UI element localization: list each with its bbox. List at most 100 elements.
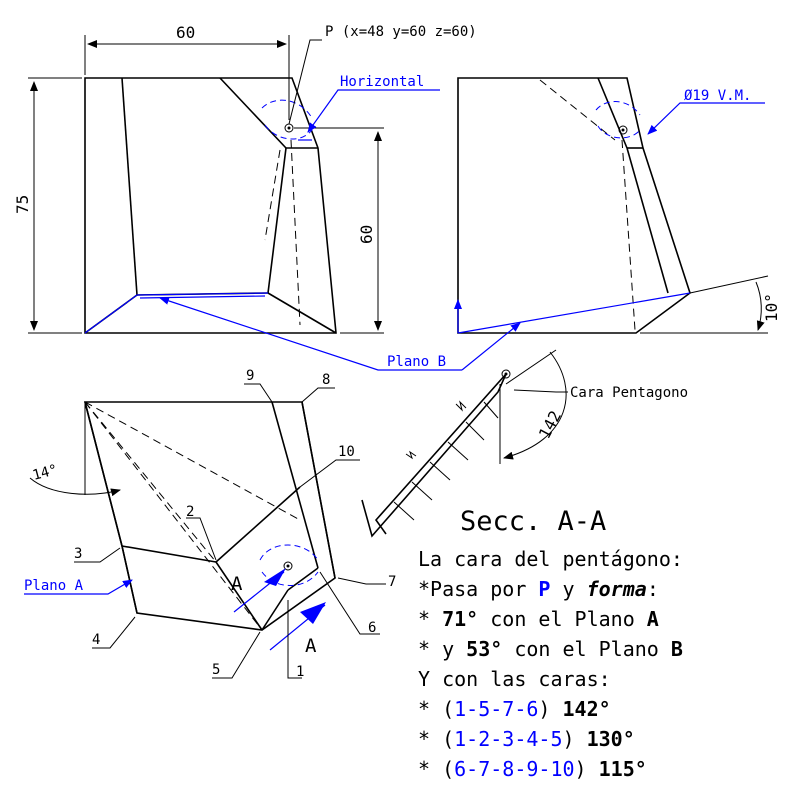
angle142-arc bbox=[503, 351, 567, 460]
notes-face-2-prefix: * ( bbox=[418, 727, 455, 751]
iso-hole-arc-2 bbox=[261, 571, 319, 586]
iso-edge-2-5 bbox=[215, 561, 263, 631]
section-point-p-center bbox=[504, 372, 508, 376]
notes-forma: forma bbox=[586, 577, 647, 601]
front-hole-hidden-arc-2 bbox=[264, 124, 313, 140]
point-p-label: P (x=48 y=60 z=60) bbox=[325, 24, 477, 40]
notes-line-3: * 71° con el Plano A bbox=[418, 604, 793, 634]
leader-10 bbox=[299, 459, 360, 488]
notes-face-1-close: ) bbox=[538, 697, 563, 721]
point-p-leader bbox=[288, 39, 322, 125]
notes-face-1-seq: 1-5-7-6 bbox=[454, 697, 539, 721]
angle142-ray bbox=[505, 349, 557, 385]
side-view: 10° bbox=[454, 77, 781, 334]
notes-line-1: La cara del pentágono: bbox=[418, 547, 683, 571]
vertex-label-7: 7 bbox=[388, 574, 396, 590]
notes-title: Secc. A-A bbox=[460, 506, 607, 537]
front-hidden-axis bbox=[290, 139, 301, 326]
hatch-3 bbox=[429, 461, 451, 481]
leader-3 bbox=[74, 547, 121, 563]
plano-b-label: Plano B bbox=[387, 354, 446, 370]
point-p-callout: P (x=48 y=60 z=60) bbox=[288, 24, 477, 125]
dim-60-top: 60 bbox=[176, 23, 195, 42]
side-edge-inner bbox=[626, 147, 669, 294]
notes-angle-53: 53° bbox=[466, 637, 503, 661]
vertex-label-5: 5 bbox=[212, 662, 220, 678]
iso-edge-3-4 bbox=[121, 545, 138, 614]
angle-142: 142 bbox=[535, 407, 565, 441]
iso-hidden-3 bbox=[84, 401, 263, 631]
angle-10: 10° bbox=[762, 293, 781, 322]
iso-hidden-1 bbox=[84, 401, 217, 563]
angle14-arc bbox=[29, 477, 121, 497]
angle10-ref-line bbox=[689, 275, 769, 294]
notes-line-2-mid: y bbox=[550, 577, 587, 601]
notes-face-3-close: ) bbox=[574, 757, 599, 781]
section-point-p bbox=[501, 369, 511, 379]
notes-face-3: * (6-7-8-9-10) 115° bbox=[418, 754, 793, 784]
iso-edge-8 bbox=[301, 401, 336, 579]
plano-b-leader-front bbox=[159, 297, 462, 371]
section-notes: Secc. A-A La cara del pentágono: *Pasa p… bbox=[418, 500, 793, 784]
notes-line-2: *Pasa por P y forma: bbox=[418, 574, 793, 604]
side-view-outline bbox=[457, 77, 691, 334]
front-view bbox=[84, 77, 337, 334]
iso-edge-left bbox=[84, 401, 123, 547]
notes-face-1-prefix: * ( bbox=[418, 697, 455, 721]
notes-line-3-prefix: * bbox=[418, 607, 443, 631]
iso-outline bbox=[83, 401, 336, 631]
vertex-label-3: 3 bbox=[74, 546, 82, 562]
section-outline-upper bbox=[361, 373, 507, 538]
hatch-6 bbox=[483, 401, 499, 419]
plano-b-leader-side bbox=[461, 322, 521, 371]
iso-point-p-center bbox=[286, 564, 290, 568]
section-letter-a1: A bbox=[231, 573, 243, 595]
horizontal-callout: Horizontal bbox=[307, 74, 440, 133]
vertex-label-10: 10 bbox=[338, 444, 355, 460]
leader-7 bbox=[337, 577, 386, 585]
notes-face-1: * (1-5-7-6) 142° bbox=[418, 694, 793, 724]
notes-line-2-end: : bbox=[646, 577, 659, 601]
iso-edge-5-1 bbox=[261, 589, 289, 631]
hole-leader bbox=[647, 102, 765, 135]
hatch-1 bbox=[393, 501, 415, 521]
vertex-label-2: 2 bbox=[186, 504, 194, 520]
iso-edge-1-6 bbox=[287, 567, 319, 591]
dim-60-vertical: 60 bbox=[357, 225, 376, 244]
leader-6 bbox=[319, 571, 380, 635]
angle-14: 14° bbox=[31, 462, 60, 484]
plano-a-leader bbox=[24, 579, 133, 595]
iso-hole-arc bbox=[259, 544, 319, 561]
vertex-label-8: 8 bbox=[322, 372, 330, 388]
break-mark-1 bbox=[405, 450, 417, 460]
section-aa-detail: 142 Cara Pentagono bbox=[361, 349, 688, 538]
iso-edge-2-10 bbox=[215, 486, 301, 563]
notes-line-2-prefix: *Pasa por bbox=[418, 577, 539, 601]
notes-face-3-prefix: * ( bbox=[418, 757, 455, 781]
notes-line-3-mid: con el Plano bbox=[478, 607, 647, 631]
leader-9 bbox=[244, 383, 273, 403]
side-hidden-2 bbox=[621, 139, 636, 331]
notes-face-3-angle: 115° bbox=[598, 757, 647, 781]
angle10-arc bbox=[755, 281, 765, 331]
front-hole-hidden-arc bbox=[261, 99, 313, 119]
notes-face-2-close: ) bbox=[562, 727, 587, 751]
notes-face-2: * (1-2-3-4-5) 130° bbox=[418, 724, 793, 754]
leader-5 bbox=[212, 631, 261, 679]
hatch-5 bbox=[465, 421, 485, 441]
notes-plane-a: A bbox=[646, 607, 659, 631]
plano-a-label: Plano A bbox=[24, 578, 84, 594]
front-hidden-edge bbox=[264, 149, 281, 241]
plano-b-trace-front bbox=[84, 292, 269, 334]
iso-hidden-2 bbox=[84, 401, 301, 521]
point-p-center bbox=[287, 126, 291, 130]
notes-line-4-prefix: * y bbox=[418, 637, 467, 661]
leader-1 bbox=[287, 600, 302, 679]
front-view-outline bbox=[84, 77, 337, 334]
hatch-4 bbox=[447, 441, 469, 461]
section-outline-lower bbox=[374, 373, 507, 535]
break-mark-2 bbox=[455, 400, 467, 412]
notes-face-3-seq: 6-7-8-9-10 bbox=[454, 757, 575, 781]
